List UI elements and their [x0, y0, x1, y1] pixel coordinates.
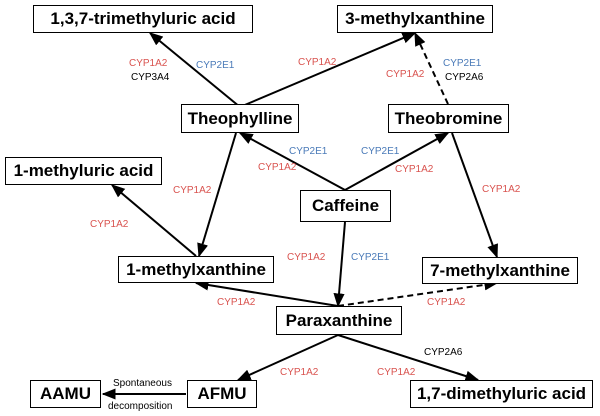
enzyme-label-cyp1a2: CYP1A2 [217, 297, 256, 308]
enzyme-label-cyp1a2: CYP1A2 [173, 185, 212, 196]
arrow-theophylline-to-trimethyluric [148, 32, 241, 108]
arrow-theophylline-to-3-methylxanthine [239, 32, 417, 108]
enzyme-label-cyp1a2: CYP1A2 [90, 219, 129, 230]
enzyme-label-cyp1a2: CYP1A2 [427, 297, 466, 308]
enzyme-label-cyp2e1: CYP2E1 [361, 146, 400, 157]
enzyme-label-cyp1a2: CYP1A2 [386, 69, 425, 80]
enzyme-label-cyp1a2: CYP1A2 [258, 162, 297, 173]
arrow-paraxanthine-to-7-methylxanthine [337, 279, 499, 307]
node-theophylline: Theophylline [181, 104, 299, 133]
annotation-spontaneous: Spontaneous [113, 378, 172, 389]
node-aamu: AAMU [30, 380, 101, 408]
node-1-7-dimethyluric-acid: 1,7-dimethyluric acid [410, 380, 593, 408]
enzyme-label-cyp2e1: CYP2E1 [196, 60, 235, 71]
enzyme-label-cyp1a2: CYP1A2 [129, 58, 168, 69]
enzyme-label-cyp2e1: CYP2E1 [443, 58, 482, 69]
arrow-caffeine-to-theophylline [238, 132, 346, 191]
node-paraxanthine: Paraxanthine [276, 306, 402, 335]
node-1-methyluric-acid: 1-methyluric acid [5, 157, 162, 185]
enzyme-label-cyp1a2: CYP1A2 [395, 164, 434, 175]
arrow-1-methylxanthine-to-1-methyluric [110, 184, 197, 257]
enzyme-label-cyp1a2: CYP1A2 [280, 367, 319, 378]
arrow-theobromine-to-3-methylxanthine [414, 31, 449, 105]
arrow-paraxanthine-to-afmu [236, 334, 339, 381]
enzyme-label-cyp1a2: CYP1A2 [298, 57, 337, 68]
node-3-methylxanthine: 3-methylxanthine [337, 5, 493, 33]
node-theobromine: Theobromine [388, 104, 509, 133]
enzyme-label-cyp1a2: CYP1A2 [377, 367, 416, 378]
enzyme-label-cyp2a6: CYP2A6 [445, 72, 484, 83]
arrow-theobromine-to-7-methylxanthine [451, 132, 498, 259]
enzyme-label-cyp2e1: CYP2E1 [289, 146, 328, 157]
arrow-paraxanthine-to-1-methylxanthine [194, 279, 339, 307]
node-1-methylxanthine: 1-methylxanthine [118, 256, 274, 283]
enzyme-label-cyp3a4: CYP3A4 [131, 72, 170, 83]
enzyme-label-cyp1a2: CYP1A2 [287, 252, 326, 263]
node-7-methylxanthine: 7-methylxanthine [422, 257, 578, 284]
arrow-paraxanthine-to-dimethyluric [337, 334, 480, 382]
arrow-caffeine-to-paraxanthine [333, 221, 346, 308]
enzyme-label-cyp2e1: CYP2E1 [351, 252, 390, 263]
node-1-3-7-trimethyluric-acid: 1,3,7-trimethyluric acid [33, 5, 253, 33]
node-caffeine: Caffeine [300, 190, 391, 222]
enzyme-label-cyp1a2: CYP1A2 [482, 184, 521, 195]
arrow-caffeine-to-theobromine [344, 132, 450, 191]
node-afmu: AFMU [187, 380, 257, 408]
enzyme-label-cyp2a6: CYP2A6 [424, 347, 463, 358]
arrow-theophylline-to-1-methylxanthine [197, 132, 237, 258]
annotation-decomposition: decomposition [108, 401, 173, 412]
